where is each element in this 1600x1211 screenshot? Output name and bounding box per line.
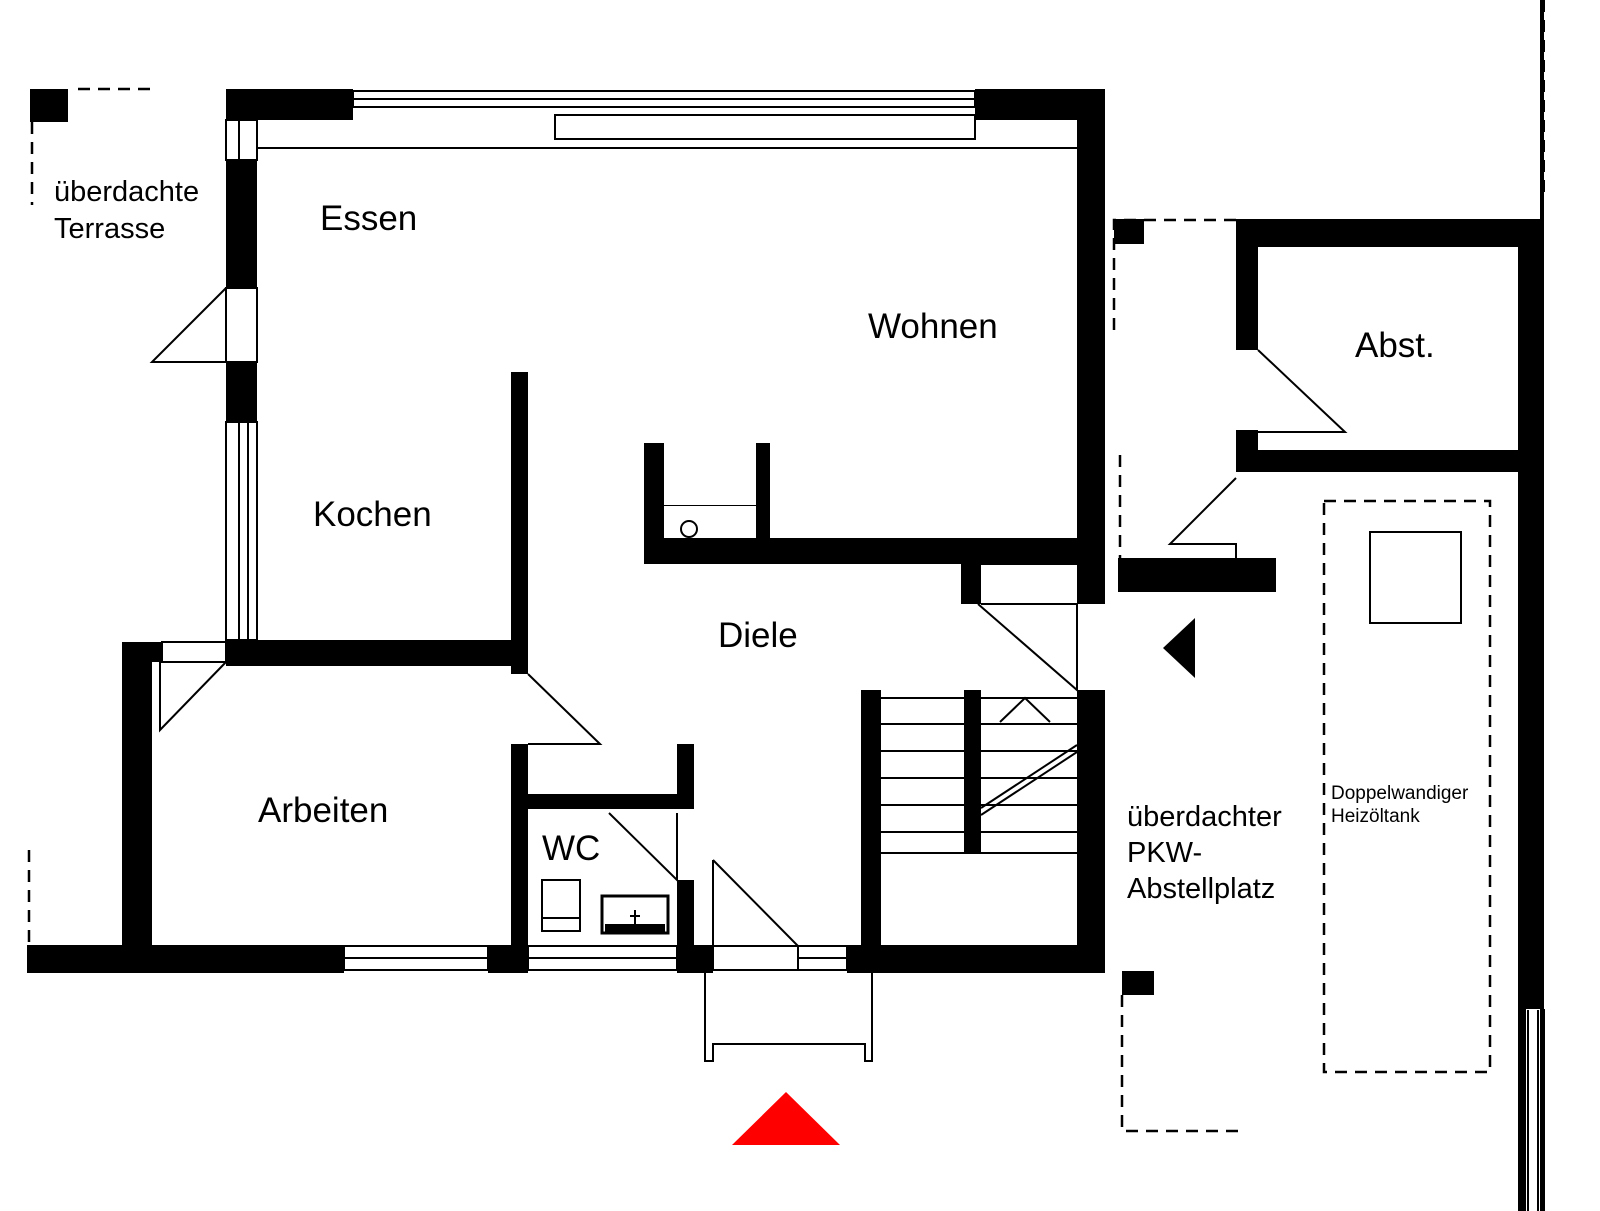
label-wc: WC — [542, 829, 600, 868]
door-wc — [608, 812, 678, 883]
carport-outline-bottom — [1120, 995, 1240, 1133]
wall-right-lower — [1077, 690, 1105, 972]
walls — [27, 0, 1544, 1009]
wall-far-right-top — [1540, 0, 1544, 220]
door-carport-store — [1167, 477, 1237, 558]
window-left-long — [225, 421, 258, 641]
wall-abst-top — [1236, 219, 1544, 247]
chimney-vent — [727, 519, 751, 535]
window-arbeiten-top — [161, 641, 227, 663]
wall-bottom-mid — [488, 945, 528, 973]
wall-stair-left — [861, 690, 881, 945]
wall-kochen-right — [511, 372, 528, 674]
doors — [149, 287, 1348, 947]
chimney-flue — [680, 520, 698, 538]
door-terrace — [149, 287, 227, 363]
wall-arbeiten-top — [226, 640, 528, 666]
carport-outline-top — [1112, 218, 1236, 330]
tank-fill-nozzle — [1369, 531, 1462, 624]
dashed-outlines — [27, 0, 1545, 1133]
label-arbeiten: Arbeiten — [258, 791, 388, 830]
wall-abst-left — [1236, 219, 1258, 350]
window-left-top — [225, 119, 258, 161]
entrance-marker — [732, 1092, 840, 1145]
entry-steps — [704, 973, 873, 1062]
fixtures — [541, 506, 756, 935]
stair-arrow — [999, 696, 1051, 723]
wall-stair-center — [964, 690, 981, 853]
wall-diele-stub — [961, 564, 981, 604]
tank-outline — [1322, 499, 1492, 1074]
label-carport-1: überdachter — [1127, 801, 1282, 833]
door-arbeiten-outside — [159, 661, 227, 733]
wall-carport-stub — [1118, 558, 1276, 592]
toilet — [541, 879, 581, 932]
wall-abst-bottom — [1236, 450, 1544, 472]
wall-bottom-right — [847, 945, 1105, 973]
carport-post-top — [1114, 219, 1144, 244]
wall-wc-top — [528, 794, 692, 809]
door-threshold — [712, 945, 799, 971]
wall-abst-left-lower — [1236, 430, 1258, 472]
label-carport-2: PKW- — [1127, 837, 1202, 869]
wall-far-right-bottom-b — [1540, 1009, 1545, 1211]
wall-left-1 — [226, 160, 257, 288]
wall-wc-right-upper — [677, 744, 694, 809]
carport-direction-arrow — [1163, 618, 1195, 678]
wall-arbeiten-left — [122, 642, 152, 945]
wall-bottom-left — [27, 945, 344, 973]
label-diele: Diele — [718, 616, 798, 655]
label-tank-1: Doppelwandiger — [1331, 783, 1469, 804]
wall-left-2 — [226, 362, 257, 422]
window-left-door — [225, 287, 258, 363]
windows — [161, 90, 1539, 1211]
wall-arbeiten-top-stub — [122, 642, 162, 662]
wall-far-right-bottom-a — [1518, 1009, 1526, 1211]
wall-wohnen-bottom — [644, 538, 1105, 564]
staircase — [881, 696, 1078, 854]
terrace-post — [30, 89, 68, 122]
label-terrace-1: überdachte — [54, 176, 199, 208]
carport-post-bottom — [1122, 971, 1154, 995]
label-terrace-2: Terrasse — [54, 213, 165, 245]
label-abst: Abst. — [1355, 326, 1435, 365]
label-kochen: Kochen — [313, 495, 432, 534]
wall-wc-right-lower — [677, 880, 694, 945]
door-arbeiten — [527, 673, 603, 745]
label-tank-2: Heizöltank — [1331, 806, 1420, 827]
door-diele-right — [977, 603, 1078, 693]
door-abst — [1257, 349, 1348, 433]
wall-abst-right — [1518, 219, 1544, 1009]
label-wohnen: Wohnen — [868, 307, 998, 346]
door-entrance — [712, 859, 801, 947]
wall-bottom-door — [677, 945, 713, 973]
window-top-sill — [554, 114, 976, 140]
wall-top-left — [226, 89, 353, 120]
label-essen: Essen — [320, 199, 417, 238]
label-carport-3: Abstellplatz — [1127, 873, 1275, 905]
wall-right — [1077, 89, 1105, 604]
wall-arbeiten-right — [511, 744, 528, 945]
